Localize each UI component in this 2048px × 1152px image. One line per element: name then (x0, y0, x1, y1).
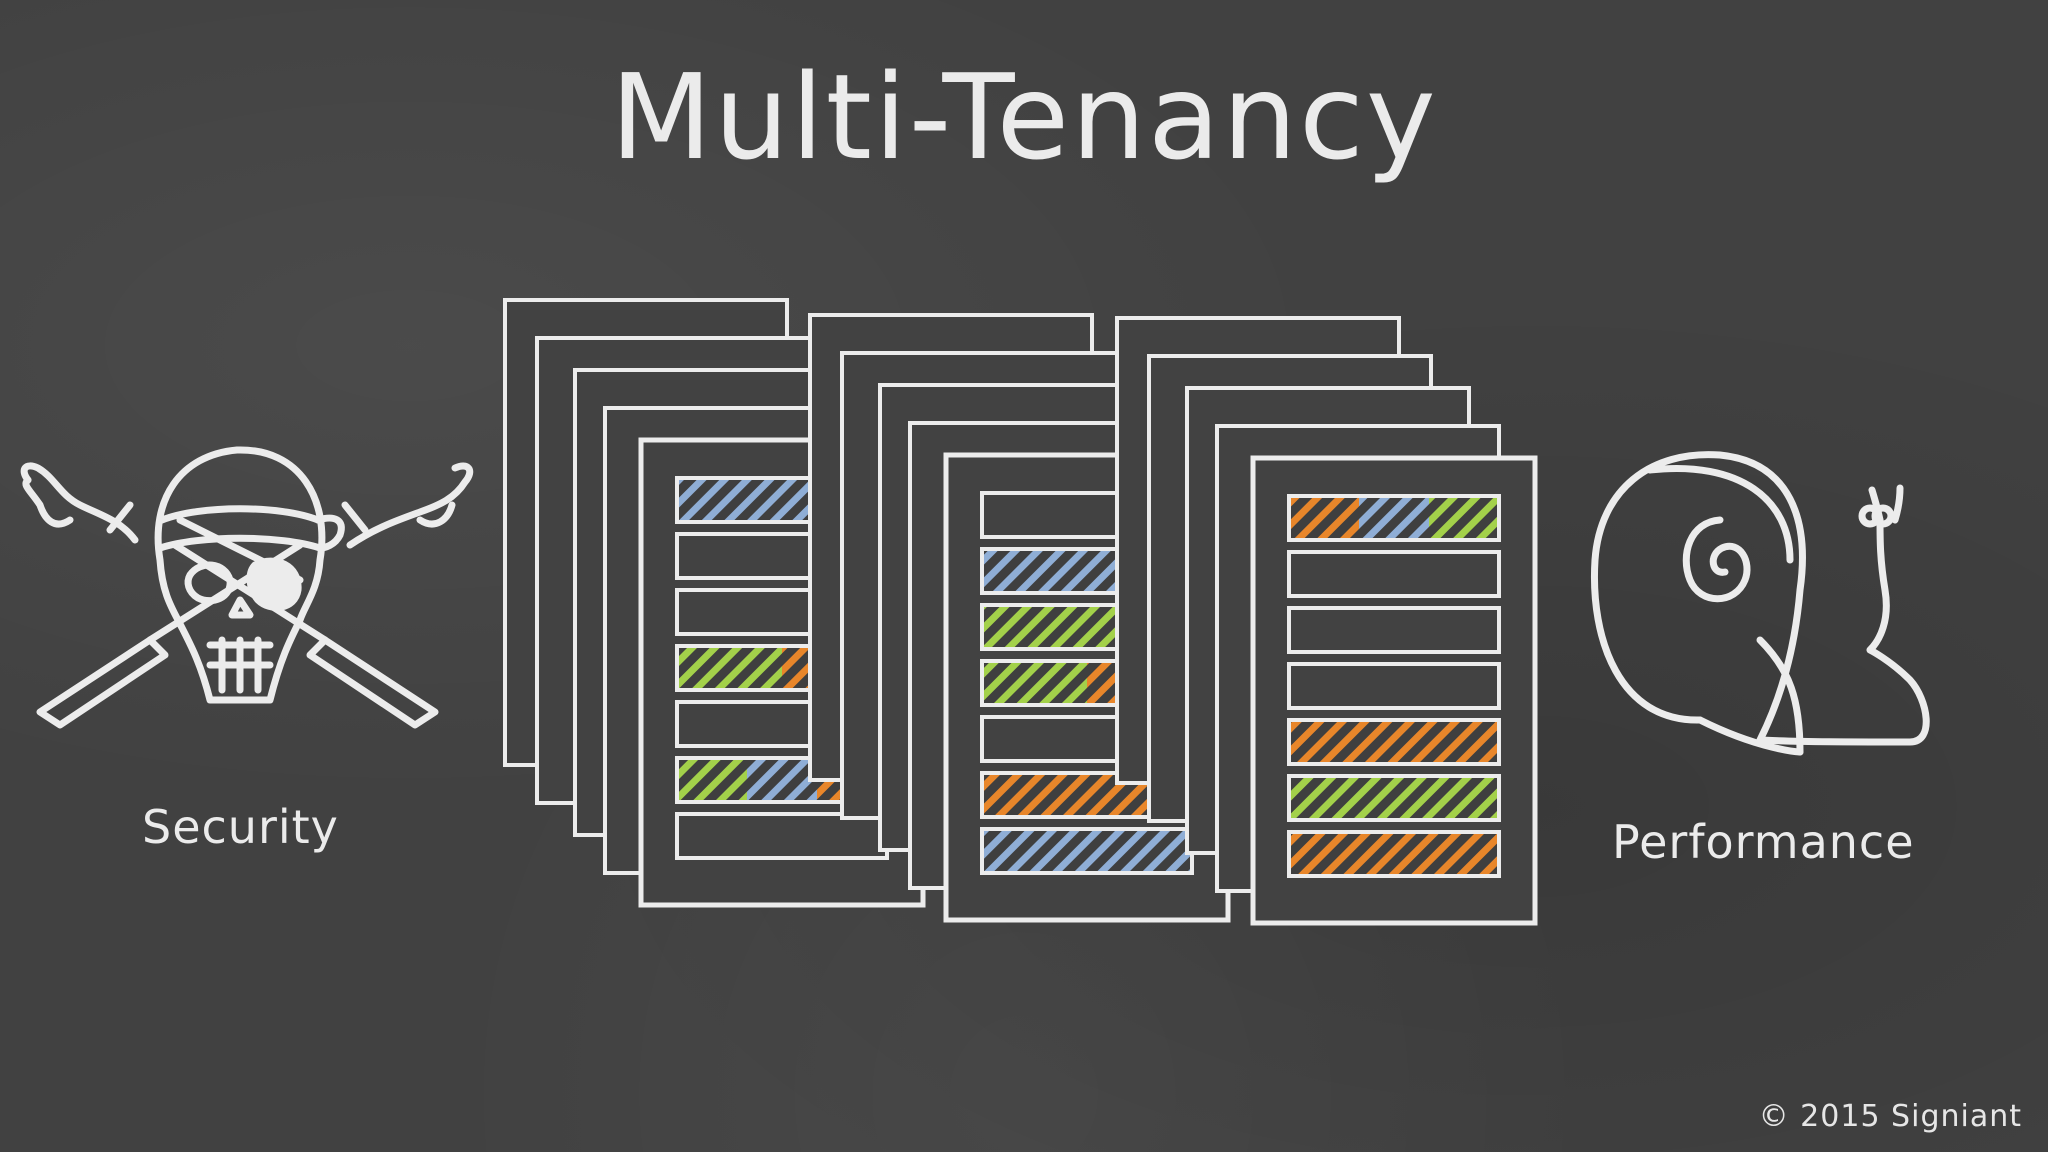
server-stack-3 (1115, 316, 1538, 926)
snail-icon (1590, 451, 1930, 756)
server-stacks (503, 298, 1538, 926)
tenant-segment-green (1289, 776, 1499, 820)
tenant-segment-green (677, 646, 782, 690)
tenant-slot (1287, 494, 1501, 542)
tenant-slot-outline (1287, 494, 1501, 542)
security-label: Security (142, 800, 339, 854)
tenant-slot (1287, 774, 1501, 822)
tenant-slot (1287, 550, 1501, 598)
tenant-segment-orange (1289, 496, 1359, 540)
tenant-segment-orange (1289, 832, 1499, 876)
tenant-slot (1287, 830, 1501, 878)
tenant-slot-outline (1287, 718, 1501, 766)
copyright-notice: © 2015 Signiant (1758, 1099, 2022, 1134)
tenant-slot (1287, 662, 1501, 710)
tenant-segment-green (982, 661, 1087, 705)
tenant-slot (1287, 718, 1501, 766)
tenant-slot-outline (1287, 606, 1501, 654)
tenant-slot-outline (1287, 550, 1501, 598)
tenant-segment-blue (747, 758, 817, 802)
tenant-segment-green (677, 758, 747, 802)
tenant-segment-blue (982, 829, 1192, 873)
slide-title: Multi-Tenancy (610, 48, 1438, 186)
tenant-slot-outline (1287, 774, 1501, 822)
tenant-slot-outline (1287, 662, 1501, 710)
tenant-segment-green (1429, 496, 1499, 540)
pirate-skull-crossed-swords-icon (20, 446, 474, 729)
tenant-slot (1287, 606, 1501, 654)
performance-label: Performance (1612, 815, 1915, 869)
tenant-slot (980, 827, 1194, 875)
tenant-segment-orange (1289, 720, 1499, 764)
tenant-segment-blue (1359, 496, 1429, 540)
tenant-slot-outline (1287, 830, 1501, 878)
